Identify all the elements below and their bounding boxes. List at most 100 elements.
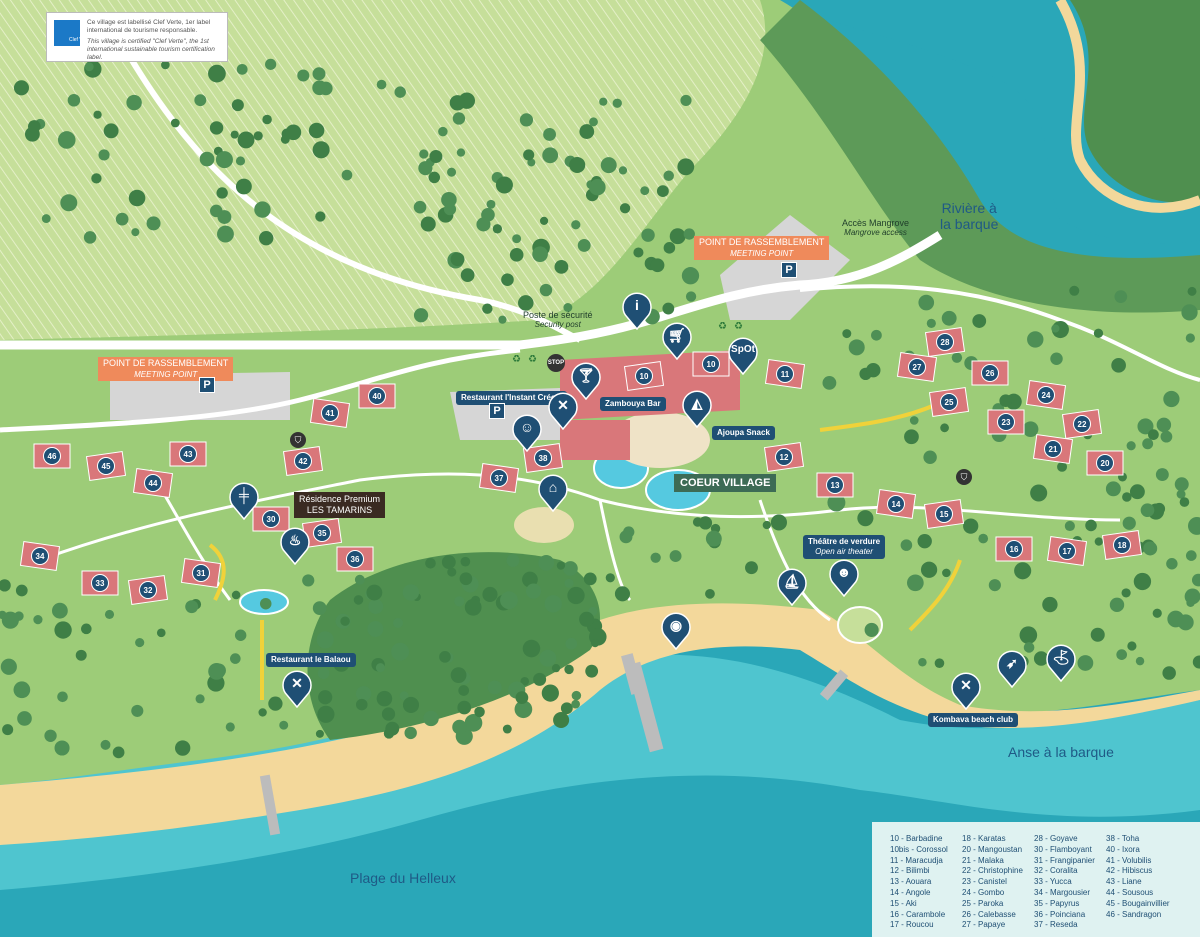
tree <box>441 555 456 569</box>
tree <box>312 80 328 96</box>
cocktail-icon[interactable]: 🍸︎ <box>569 360 603 401</box>
legend-item: 36 - Poinciana <box>1034 909 1086 919</box>
archery-icon[interactable]: ➶ <box>995 648 1029 689</box>
tree <box>512 234 522 244</box>
tree <box>1140 503 1155 518</box>
tree <box>498 315 507 324</box>
tree <box>683 228 695 240</box>
building-number: 16 <box>1005 540 1023 558</box>
building-number: 21 <box>1044 440 1062 458</box>
tree <box>1142 438 1154 450</box>
zambouya-bar-label: Zambouya Bar <box>600 397 666 411</box>
tree <box>420 216 436 232</box>
fitness-icon[interactable]: ╪ <box>227 480 261 521</box>
tree <box>1109 597 1125 613</box>
legend-item: 23 - Canistel <box>962 877 1007 887</box>
recycling-icon: ♻ <box>512 354 521 365</box>
building-number: 10 <box>635 367 653 385</box>
tree <box>519 113 534 127</box>
tree <box>501 273 514 287</box>
tree <box>619 530 633 544</box>
tree <box>1156 417 1172 433</box>
legend-item: 22 - Christophine <box>962 866 1023 876</box>
tree <box>402 696 420 714</box>
tree <box>640 186 650 196</box>
tree <box>650 552 661 563</box>
tree <box>1121 588 1131 598</box>
tree <box>705 588 715 599</box>
tree <box>318 690 333 705</box>
tree <box>900 539 913 551</box>
tree <box>515 691 529 705</box>
tree <box>842 329 852 339</box>
tree <box>312 141 330 159</box>
legend-col-1: 10 - Barbadine 10bis - Corossol 11 - Mar… <box>890 834 948 931</box>
tree <box>1064 520 1075 532</box>
tree <box>1 611 19 629</box>
tree <box>91 173 102 184</box>
tree <box>492 224 503 234</box>
building-number: 46 <box>43 447 61 465</box>
parking-icon: P <box>781 262 797 278</box>
tree <box>569 156 586 174</box>
mangrove <box>760 0 1200 313</box>
tree <box>827 493 846 512</box>
tree <box>963 518 979 534</box>
building-number: 22 <box>1073 415 1091 433</box>
tree <box>0 658 17 675</box>
tree <box>918 294 935 311</box>
trees <box>0 58 1200 759</box>
restaurant-icon[interactable]: ✕ <box>949 670 983 711</box>
info-icon[interactable]: i <box>620 290 654 331</box>
tree <box>1133 572 1152 591</box>
tree <box>509 248 524 262</box>
tree <box>285 124 302 141</box>
tree <box>1093 328 1104 338</box>
tree <box>514 700 533 719</box>
sailing-icon[interactable]: ⛵︎ <box>775 566 809 607</box>
spa-icon[interactable]: ♨ <box>278 525 312 566</box>
building-number: 10 <box>702 355 720 373</box>
shopping-cart-icon[interactable]: 🛒︎ <box>660 320 694 361</box>
tree <box>1050 352 1063 365</box>
peninsula-beach <box>1055 0 1200 213</box>
theatre-masks-icon[interactable]: ☻ <box>827 557 861 598</box>
spot-icon[interactable]: SpOt <box>726 335 760 376</box>
playground-icon[interactable]: ⌂ <box>536 472 570 513</box>
tree <box>146 216 161 231</box>
pizza-icon[interactable]: ◭ <box>680 388 714 429</box>
tree <box>476 217 491 232</box>
jetty-center <box>626 661 664 753</box>
tree <box>1148 429 1159 441</box>
restaurant-icon[interactable]: ✕ <box>546 390 580 431</box>
volleyball-icon[interactable]: ◉ <box>659 610 693 651</box>
golf-icon[interactable]: ⛳︎ <box>1044 642 1078 683</box>
yellow-path-3 <box>819 403 936 432</box>
tree <box>1126 441 1136 451</box>
mangrove-en: Mangrove access <box>844 228 907 237</box>
building-number: 12 <box>775 448 793 466</box>
tree <box>685 291 697 302</box>
tree <box>656 185 669 198</box>
parking-west <box>110 372 290 420</box>
tree <box>131 704 144 717</box>
tree <box>404 726 417 740</box>
tree <box>698 516 713 530</box>
tree <box>605 573 615 583</box>
yellow-path-1 <box>208 543 226 601</box>
tree <box>75 649 87 661</box>
tree <box>100 739 111 750</box>
restaurant-icon[interactable]: ✕ <box>280 668 314 709</box>
building-number: 37 <box>490 469 508 487</box>
jetty-east <box>819 669 849 701</box>
chef-icon[interactable]: ☺ <box>510 412 544 453</box>
tree <box>745 561 758 575</box>
tree <box>1186 598 1195 607</box>
tree <box>464 714 483 732</box>
tree <box>93 110 102 119</box>
theatre-en: Open air theater <box>815 547 873 556</box>
tree <box>1014 562 1032 580</box>
tree <box>230 653 241 664</box>
tree <box>848 339 865 356</box>
tree <box>452 112 466 125</box>
